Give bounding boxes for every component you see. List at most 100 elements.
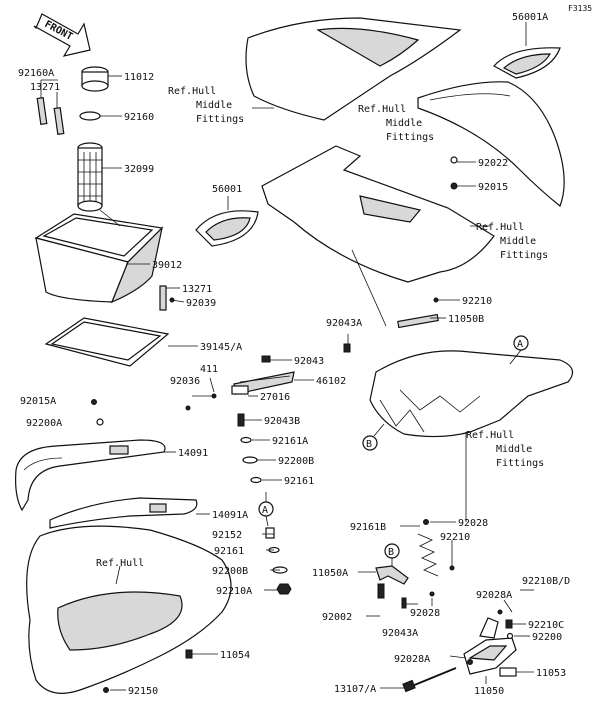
label-92002: 92002 bbox=[322, 612, 352, 623]
washer-92200A bbox=[96, 418, 104, 426]
tank-39012 bbox=[34, 213, 164, 304]
label-92015A: 92015A bbox=[20, 396, 56, 407]
label-92039: 92039 bbox=[186, 298, 216, 309]
svg-text:Middle: Middle bbox=[496, 444, 532, 455]
screw-92150 bbox=[103, 687, 109, 693]
collar-92152 bbox=[265, 527, 275, 539]
svg-text:Fittings: Fittings bbox=[500, 250, 548, 261]
label-92028A-top: 92028A bbox=[476, 590, 512, 601]
svg-text:Middle: Middle bbox=[500, 236, 536, 247]
ref-hull-label: Ref.Hull bbox=[96, 558, 144, 569]
ref-hull-middle-fittings-2: Ref.Hull Middle Fittings bbox=[358, 104, 434, 143]
washer-92200B-top bbox=[242, 456, 258, 464]
pin-92028-mid bbox=[429, 591, 435, 597]
label-13271-bottom: 13271 bbox=[182, 284, 212, 295]
label-13107A: 13107/A bbox=[334, 684, 376, 695]
label-11050A: 11050A bbox=[312, 568, 348, 579]
ref-hull-middle-fittings-4: Ref.Hull Middle Fittings bbox=[466, 430, 544, 469]
hull-top-cover bbox=[245, 17, 462, 121]
washer-92161-top bbox=[250, 476, 262, 484]
windscreen-56001A bbox=[493, 47, 561, 79]
svg-text:A: A bbox=[517, 339, 523, 350]
label-13271-top: 13271 bbox=[30, 82, 60, 93]
bolt-92043 bbox=[261, 355, 271, 363]
label-56001: 56001 bbox=[212, 184, 242, 195]
label-11050B: 11050B bbox=[448, 314, 484, 325]
figure-code: F3135 bbox=[568, 4, 592, 13]
label-92161-top: 92161 bbox=[284, 476, 314, 487]
label-92160: 92160 bbox=[124, 112, 154, 123]
trigger-11050 bbox=[463, 617, 517, 675]
callout-a-mid: A bbox=[258, 501, 274, 527]
screw-92015 bbox=[450, 182, 458, 190]
svg-text:Fittings: Fittings bbox=[386, 132, 434, 143]
label-92028-mid: 92028 bbox=[410, 608, 440, 619]
label-92161B: 92161B bbox=[350, 522, 386, 533]
cover-14091A bbox=[49, 497, 198, 529]
label-92028A-bottom: 92028A bbox=[394, 654, 430, 665]
label-92043A-bottom: 92043A bbox=[382, 628, 418, 639]
oring-92160 bbox=[79, 111, 101, 121]
pin-92028A-bottom bbox=[467, 659, 473, 665]
svg-text:Ref.Hull: Ref.Hull bbox=[466, 430, 514, 441]
label-27016: 27016 bbox=[260, 392, 290, 403]
label-92043A-top: 92043A bbox=[326, 318, 362, 329]
label-56001A: 56001A bbox=[512, 12, 548, 23]
label-11053: 11053 bbox=[536, 668, 566, 679]
bracket-13271-top bbox=[36, 97, 65, 135]
svg-text:Middle: Middle bbox=[386, 118, 422, 129]
label-14091A: 14091A bbox=[212, 510, 248, 521]
label-92160A: 92160A bbox=[18, 68, 54, 79]
washer-92200 bbox=[506, 632, 514, 640]
label-92200: 92200 bbox=[532, 632, 562, 643]
label-92028-top: 92028 bbox=[458, 518, 488, 529]
hull-center-fitting bbox=[261, 145, 495, 283]
bolt-92039 bbox=[169, 297, 175, 303]
washer-92022 bbox=[450, 156, 458, 164]
svg-text:A: A bbox=[262, 505, 268, 516]
hull-right-fitting bbox=[417, 81, 565, 207]
svg-text:Fittings: Fittings bbox=[496, 458, 544, 469]
cap-11012 bbox=[81, 66, 109, 92]
label-92022: 92022 bbox=[478, 158, 508, 169]
svg-text:Ref.Hull: Ref.Hull bbox=[168, 86, 216, 97]
label-92210BD: 92210B/D bbox=[522, 576, 570, 587]
label-39145A: 39145/A bbox=[200, 342, 242, 353]
label-92161A: 92161A bbox=[272, 436, 308, 447]
svg-text:Middle: Middle bbox=[196, 100, 232, 111]
svg-text:B: B bbox=[388, 547, 394, 558]
ref-hull-middle-fittings-1: Ref.Hull Middle Fittings bbox=[168, 86, 274, 125]
label-92043B: 92043B bbox=[264, 416, 300, 427]
label-92210A: 92210A bbox=[216, 586, 252, 597]
bolt-92043A-bottom bbox=[401, 597, 407, 609]
part-92036 bbox=[185, 405, 191, 411]
svg-text:B: B bbox=[366, 439, 372, 450]
label-92150: 92150 bbox=[128, 686, 158, 697]
hull-front-cover bbox=[26, 525, 232, 694]
front-arrow-icon: FRONT bbox=[33, 13, 91, 57]
bolt-13107A bbox=[402, 667, 457, 693]
gasket-39145A bbox=[44, 317, 170, 367]
label-92200A: 92200A bbox=[26, 418, 62, 429]
washer-92161A bbox=[240, 436, 252, 444]
bolt-92210-top bbox=[433, 297, 439, 303]
filter-32099 bbox=[77, 142, 103, 212]
label-92043: 92043 bbox=[294, 356, 324, 367]
screw-11054 bbox=[185, 649, 193, 659]
bolt-92002 bbox=[377, 583, 385, 599]
label-39012: 39012 bbox=[152, 260, 182, 271]
label-92161-bottom: 92161 bbox=[214, 546, 244, 557]
label-92210-top: 92210 bbox=[462, 296, 492, 307]
plate-11050B bbox=[397, 313, 439, 329]
bracket-27016 bbox=[231, 385, 249, 395]
label-46102: 46102 bbox=[316, 376, 346, 387]
ref-hull-middle-fittings-3: Ref.Hull Middle Fittings bbox=[476, 222, 548, 261]
hull-lower-fitting bbox=[369, 350, 574, 438]
label-11012: 11012 bbox=[124, 72, 154, 83]
bolt-92043B bbox=[237, 413, 245, 427]
label-92036: 92036 bbox=[170, 376, 200, 387]
label-92210C: 92210C bbox=[528, 620, 564, 631]
cover-14091 bbox=[15, 439, 166, 512]
